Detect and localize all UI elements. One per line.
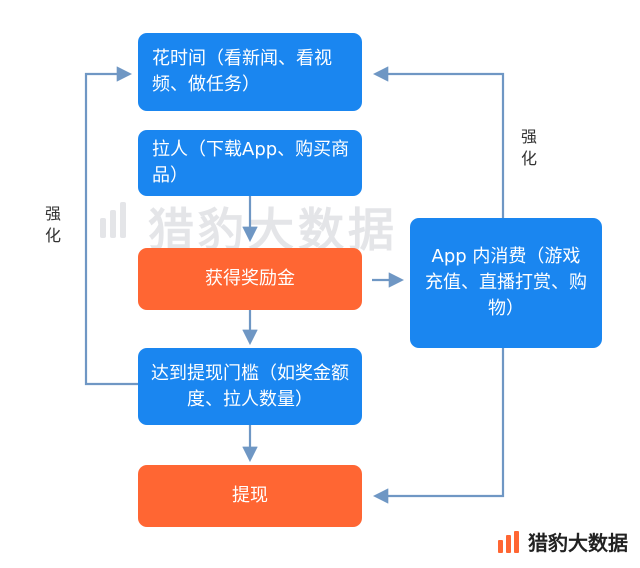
watermark-bars-icon bbox=[100, 202, 126, 238]
node-reward: 获得奖励金 bbox=[138, 248, 362, 310]
left-loop-label: 强化 bbox=[44, 204, 61, 245]
node-invite-text: 拉人（下载App、购买商品） bbox=[152, 139, 350, 186]
node-reward-text: 获得奖励金 bbox=[205, 268, 295, 289]
node-invite: 拉人（下载App、购买商品） bbox=[138, 130, 362, 196]
inapp-to-withdraw-line bbox=[372, 348, 505, 504]
node-withdraw: 提现 bbox=[138, 465, 362, 527]
node-threshold: 达到提现门槛（如奖金额度、拉人数量） bbox=[138, 348, 362, 425]
node-threshold-text: 达到提现门槛（如奖金额度、拉人数量） bbox=[151, 362, 349, 410]
left-loop-line bbox=[84, 66, 138, 386]
right-loop-label: 强化 bbox=[520, 127, 537, 168]
logo-text: 猎豹大数据 bbox=[528, 531, 628, 555]
node-spend-time-text: 花时间（看新闻、看视频、做任务） bbox=[152, 48, 332, 95]
node-in-app-spending: App 内消费（游戏充值、直播打赏、购物） bbox=[410, 218, 602, 348]
node-withdraw-text: 提现 bbox=[232, 485, 268, 506]
right-loop-top-line bbox=[372, 66, 505, 218]
brand-logo: 猎豹大数据 bbox=[498, 527, 628, 556]
node-spend-time: 花时间（看新闻、看视频、做任务） bbox=[138, 33, 362, 111]
logo-bars-icon bbox=[498, 530, 519, 553]
node-in-app-spending-text: App 内消费（游戏充值、直播打赏、购物） bbox=[425, 246, 587, 319]
